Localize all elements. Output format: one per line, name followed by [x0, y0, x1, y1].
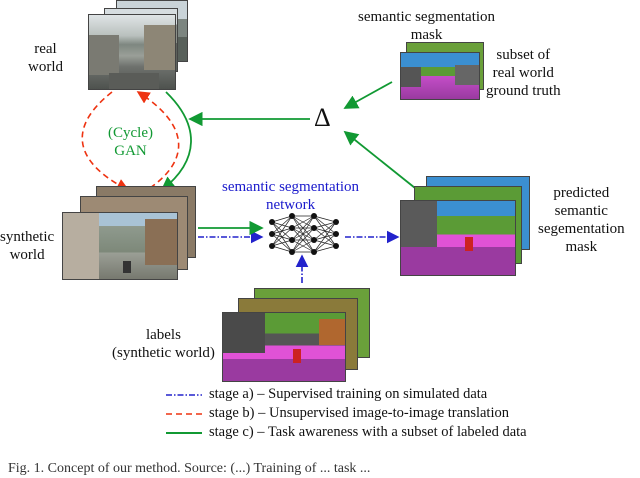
legend-stage-a-text: stage a) – Supervised training on simula… — [209, 386, 488, 402]
predicted-mask-label: predicted semantic segementation mask — [538, 185, 625, 255]
synthetic-world-label: synthetic world — [0, 229, 55, 263]
gt-mask-label: semantic segmentation mask — [358, 9, 496, 43]
legend-stage-b: stage b) – Unsupervised image-to-image t… — [165, 405, 509, 422]
legend-stage-a: stage a) – Supervised training on simula… — [165, 386, 487, 403]
real-world-label: real world — [28, 41, 63, 75]
legend-stage-a-line — [166, 393, 202, 396]
gan-arrow-red — [81, 91, 130, 191]
legend-stage-b-text: stage b) – Unsupervised image-to-image t… — [209, 405, 509, 421]
delta-symbol: Δ — [314, 103, 331, 132]
mask-to-delta-arrow — [343, 81, 393, 109]
figure-caption: Fig. 1. Concept of our method. Source: (… — [8, 461, 371, 476]
legend-stage-b-line — [166, 412, 202, 415]
legend-stage-c-line — [166, 431, 202, 434]
neural-network-icon — [269, 213, 339, 255]
gan-label: (Cycle) GAN — [108, 125, 153, 159]
network-label: semantic segmentation network — [222, 179, 360, 213]
prediction-to-delta-arrow — [343, 130, 421, 193]
legend-stage-c-text: stage c) – Task awareness with a subset … — [209, 424, 527, 440]
gan-arrow-green — [160, 91, 192, 192]
gt-subset-label: subset of real world ground truth — [486, 47, 561, 99]
labels-label: labels (synthetic world) — [112, 327, 215, 361]
legend-stage-c: stage c) – Task awareness with a subset … — [165, 424, 527, 441]
